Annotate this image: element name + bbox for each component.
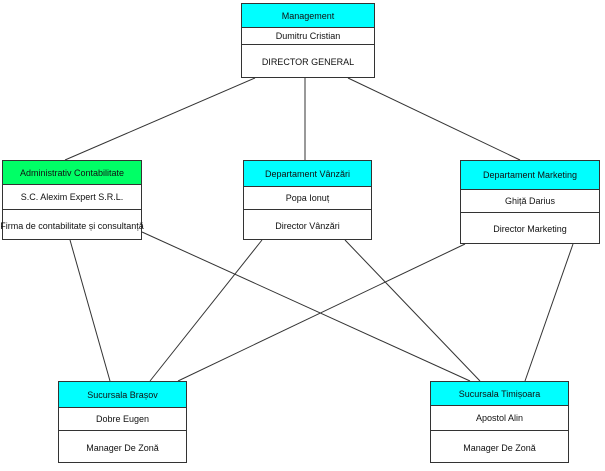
node-role: Director Vânzări xyxy=(275,220,340,231)
connector-sales-timisoara xyxy=(344,239,481,382)
connector-marketing-brasov xyxy=(177,243,466,382)
node-admin[interactable]: Administrativ Contabilitate S.C. Alexim … xyxy=(0,160,144,240)
connector-management-marketing xyxy=(347,77,521,161)
node-timisoara[interactable]: Sucursala Timișoara Apostol Alin Manager… xyxy=(430,381,569,463)
node-brasov[interactable]: Sucursala Brașov Dobre Eugen Manager De … xyxy=(58,381,187,463)
node-person: Ghiță Darius xyxy=(461,190,599,213)
node-header: Sucursala Timișoara xyxy=(431,382,568,406)
node-person: Popa Ionuț xyxy=(244,187,371,210)
node-header: Sucursala Brașov xyxy=(59,382,186,408)
connector-management-admin xyxy=(64,77,256,161)
node-header: Departament Marketing xyxy=(461,161,599,190)
node-person: S.C. Alexim Expert S.R.L. xyxy=(3,185,141,210)
connector-sales-brasov xyxy=(149,239,263,382)
node-header: Management xyxy=(242,4,374,28)
node-management[interactable]: Management Dumitru Cristian DIRECTOR GEN… xyxy=(241,3,375,78)
node-role: Director Marketing xyxy=(493,224,567,234)
node-person: Apostol Alin xyxy=(431,406,568,431)
node-header: Departament Vânzări xyxy=(244,161,371,187)
node-person: Dobre Eugen xyxy=(59,408,186,431)
node-sales[interactable]: Departament Vânzări Popa Ionuț Director … xyxy=(243,160,372,240)
node-role: DIRECTOR GENERAL xyxy=(261,57,355,67)
node-role: Manager De Zonă xyxy=(463,442,536,453)
node-role: Firma de contabilitate și consultanță xyxy=(0,220,144,231)
connector-admin-timisoara xyxy=(141,231,471,382)
connector-admin-brasov xyxy=(69,239,111,382)
connector-marketing-timisoara xyxy=(524,243,574,382)
node-header: Administrativ Contabilitate xyxy=(3,161,141,185)
node-marketing[interactable]: Departament Marketing Ghiță Darius Direc… xyxy=(460,160,600,244)
node-person: Dumitru Cristian xyxy=(242,28,374,45)
node-role: Manager De Zonă xyxy=(86,442,159,453)
